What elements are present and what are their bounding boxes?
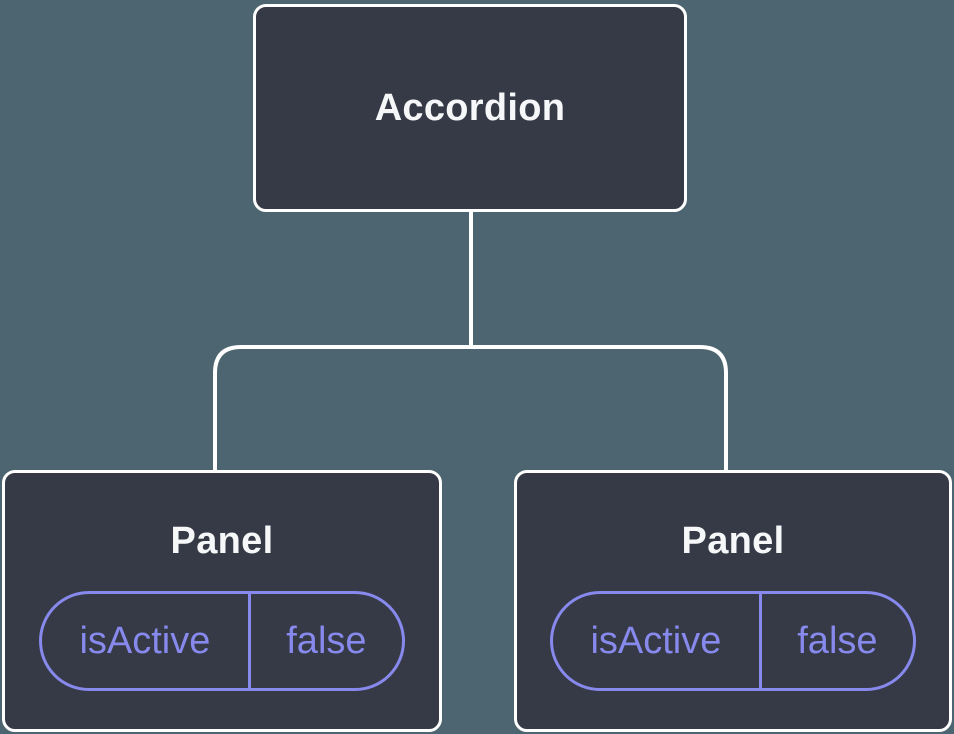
state-key: isActive [42, 594, 251, 688]
panel-node-label: Panel [170, 520, 274, 562]
panel-node-right: Panel isActive false [514, 470, 952, 732]
state-value: false [286, 619, 367, 662]
panel-node-left: Panel isActive false [2, 470, 442, 732]
state-pill: isActive false [39, 591, 405, 691]
state-value: false [797, 619, 878, 662]
connector-branch [213, 345, 728, 472]
state-key: isActive [553, 594, 762, 688]
accordion-node-label: Accordion [374, 87, 566, 129]
panel-node-label: Panel [681, 520, 785, 562]
state-pill: isActive false [550, 591, 916, 691]
accordion-node: Accordion [253, 4, 687, 212]
